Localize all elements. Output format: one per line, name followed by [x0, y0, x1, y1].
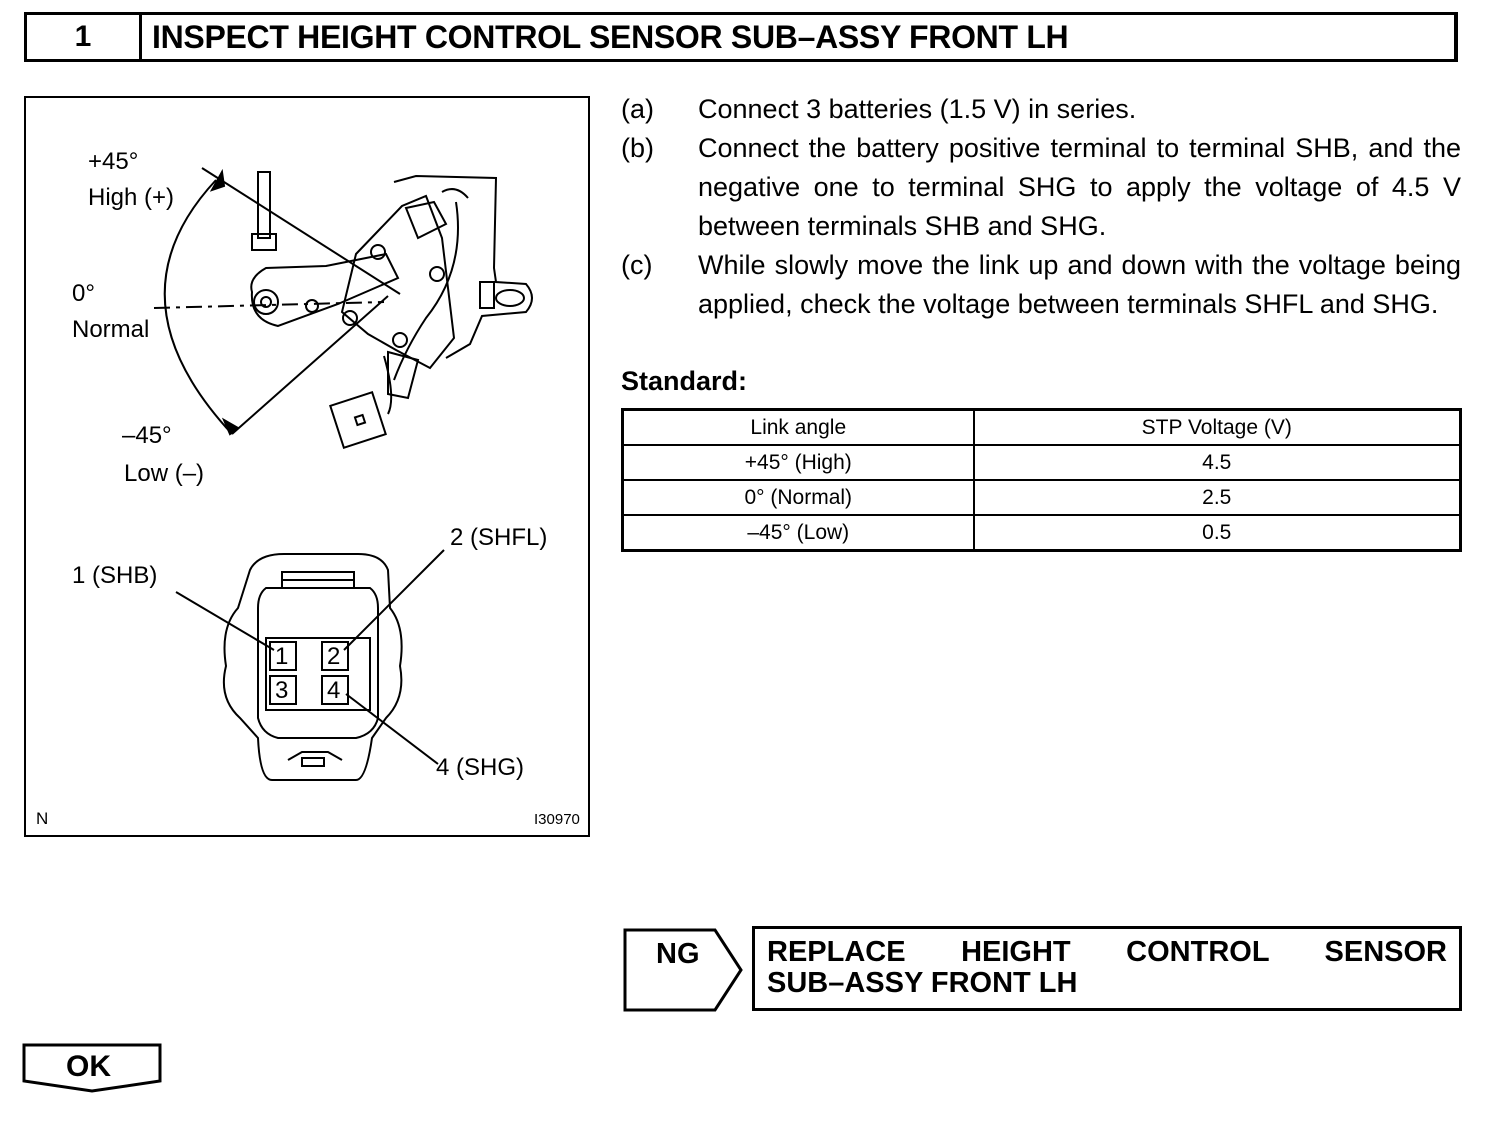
step-title: INSPECT HEIGHT CONTROL SENSOR SUB–ASSY F…	[152, 18, 1069, 55]
figure-corner-code: N	[36, 809, 49, 828]
ok-label: OK	[66, 1050, 111, 1083]
pin-1-box	[269, 641, 297, 671]
step-text: While slowly move the link up and down w…	[698, 250, 1461, 319]
sensor-plug	[329, 391, 387, 449]
bracket	[393, 174, 533, 359]
step-a: (a) Connect 3 batteries (1.5 V) in serie…	[621, 90, 1461, 129]
leader-4	[345, 693, 439, 765]
sensor-drawing	[153, 167, 533, 781]
step-b: (b) Connect the battery positive termina…	[621, 129, 1461, 246]
leader-2	[343, 549, 445, 651]
cell-voltage: 2.5	[972, 479, 1462, 516]
screw-1	[370, 244, 386, 260]
low-angle-line	[231, 295, 389, 435]
ng-label: NG	[656, 938, 700, 970]
rod-clip	[251, 233, 277, 251]
wire-lower	[383, 355, 393, 415]
step-c: (c) While slowly move the link up and do…	[621, 246, 1461, 324]
ng-action-line1: REPLACE HEIGHT CONTROL SENSOR	[767, 936, 1447, 968]
ng-action-line2: SUB–ASSY FRONT LH	[767, 967, 1078, 999]
step-number: 1	[27, 15, 142, 59]
low-angle-label: Low (–)	[124, 460, 205, 487]
plug-pin	[353, 413, 367, 427]
high-angle-line	[201, 167, 401, 295]
terminal-2-label: 2 (SHFL)	[450, 524, 548, 551]
pin-1-number: 1	[275, 643, 289, 670]
pin-2-box	[321, 641, 349, 671]
terminal-1-label: 1 (SHB)	[72, 562, 158, 589]
step-label: (b)	[621, 133, 654, 163]
sensor-illustration: +45° High (+) 0° Normal –45° Low (–) 1 (…	[24, 96, 590, 837]
screw-2	[429, 266, 445, 282]
screw-3	[342, 310, 358, 326]
pin-3-box	[269, 675, 297, 705]
bracket-hole	[495, 289, 525, 307]
link-arm	[250, 252, 400, 328]
angle-arc	[163, 179, 233, 435]
high-angle-value: +45°	[88, 148, 139, 175]
step-header: 1 INSPECT HEIGHT CONTROL SENSOR SUB–ASSY…	[24, 12, 1458, 62]
normal-angle-label: Normal	[72, 316, 150, 343]
connector-head	[404, 200, 448, 240]
key-slot	[301, 757, 325, 767]
high-angle-label: High (+)	[88, 184, 175, 211]
cell-link-angle: +45° (High)	[621, 444, 975, 481]
connector-inner	[257, 587, 379, 739]
standard-table: Link angle STP Voltage (V) +45° (High) 4…	[621, 408, 1462, 552]
header-link-angle: Link angle	[621, 408, 975, 446]
bracket-tab	[479, 281, 495, 309]
wire-top	[441, 188, 469, 199]
wire-harness	[393, 201, 459, 381]
header-stp-voltage: STP Voltage (V)	[972, 408, 1462, 446]
sensor-body	[340, 194, 456, 370]
cell-link-angle: –45° (Low)	[621, 514, 975, 552]
wire-sleeve	[387, 350, 420, 400]
step-label: (a)	[621, 94, 654, 124]
cell-voltage: 0.5	[972, 514, 1462, 552]
connector-outer	[222, 553, 403, 781]
table-row: –45° (Low) 0.5	[621, 514, 1462, 552]
ok-arrow-shape	[22, 1043, 162, 1093]
ng-action-box: REPLACE HEIGHT CONTROL SENSOR SUB–ASSY F…	[752, 926, 1462, 1011]
arm-hole	[305, 299, 319, 313]
step-text: Connect the battery positive terminal to…	[698, 133, 1461, 241]
normal-angle-line	[153, 301, 385, 309]
pin-4-number: 4	[327, 677, 341, 704]
procedure-steps: (a) Connect 3 batteries (1.5 V) in serie…	[621, 90, 1461, 324]
screw-4	[392, 332, 408, 348]
table-row: 0° (Normal) 2.5	[621, 479, 1462, 516]
normal-angle-value: 0°	[72, 280, 95, 307]
ng-arrow-shape	[623, 928, 743, 1012]
table-header-row: Link angle STP Voltage (V)	[621, 408, 1462, 446]
connector-bottom-key	[287, 751, 343, 761]
leader-1	[175, 591, 275, 651]
low-angle-value: –45°	[122, 422, 172, 449]
cell-voltage: 4.5	[972, 444, 1462, 481]
pin-4-box	[321, 675, 349, 705]
arc-arrowhead-top	[209, 168, 226, 192]
figure-id: I30970	[534, 811, 580, 828]
pin-block	[265, 637, 371, 711]
step-label: (c)	[621, 250, 653, 280]
table-row: +45° (High) 4.5	[621, 444, 1462, 481]
terminal-4-label: 4 (SHG)	[436, 754, 525, 781]
pivot-outer	[253, 289, 279, 315]
link-rod	[257, 171, 271, 239]
cell-link-angle: 0° (Normal)	[621, 479, 975, 516]
standard-heading: Standard:	[621, 366, 748, 396]
arc-arrowhead-bottom	[221, 417, 240, 436]
step-text: Connect 3 batteries (1.5 V) in series.	[698, 94, 1137, 124]
pin-3-number: 3	[275, 677, 289, 704]
pivot-inner	[260, 296, 272, 308]
pin-2-number: 2	[327, 643, 341, 670]
